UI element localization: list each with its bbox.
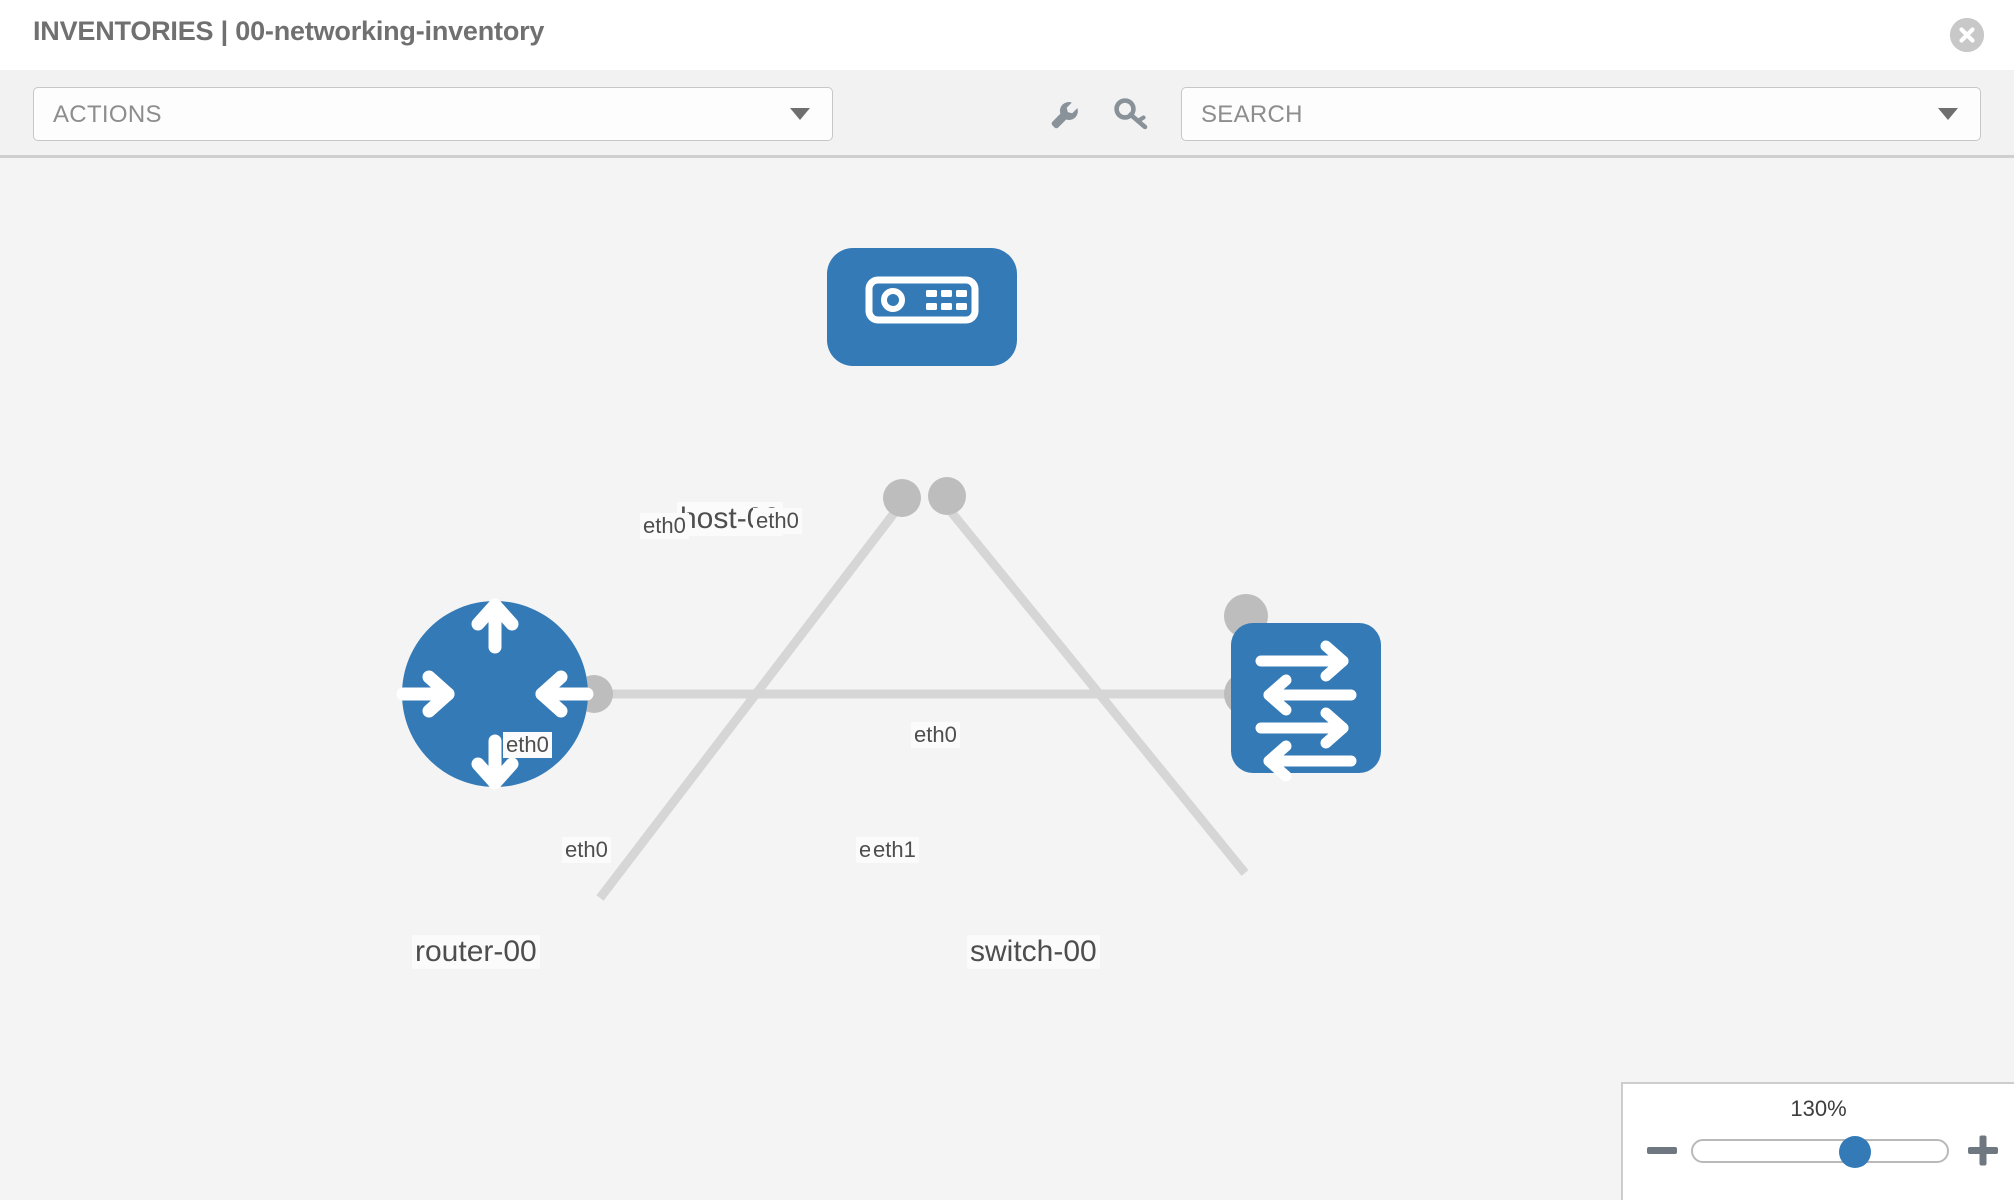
key-button[interactable] [1108, 90, 1156, 138]
actions-dropdown-label: ACTIONS [53, 101, 162, 128]
router-arrows-icon [396, 598, 594, 790]
wrench-button[interactable] [1038, 90, 1086, 138]
topology-graph [396, 248, 1381, 901]
server-icon [865, 276, 979, 324]
topology-links [595, 505, 1305, 901]
toolbar: ACTIONS SEARCH [0, 70, 2014, 158]
search-placeholder: SEARCH [1201, 101, 1303, 128]
topology-canvas[interactable]: host-00 router-00 switch-00 eth0 eth0 et… [0, 158, 2014, 1200]
connector-host00-eth0-left[interactable] [883, 479, 921, 517]
key-icon [1114, 98, 1148, 130]
node-label-switch-00: switch-00 [967, 935, 1100, 969]
zoom-slider-track[interactable] [1691, 1136, 1949, 1168]
close-icon [1950, 18, 1984, 52]
port-label-host00-eth0-left: eth0 [640, 513, 689, 539]
connector-host00-eth0-right[interactable] [928, 477, 966, 515]
switch-arrows-icon [1255, 640, 1357, 782]
zoom-percent-label: 130% [1790, 1096, 1847, 1121]
zoom-slider-thumb[interactable] [1839, 1136, 1871, 1168]
zoom-control-panel: 130% [1621, 1082, 2014, 1200]
node-host-00[interactable] [827, 248, 1017, 366]
minus-icon [1647, 1147, 1677, 1154]
close-button[interactable] [1950, 18, 1984, 52]
plus-icon [1968, 1135, 1998, 1166]
port-label-switch00-eth0-uplink: eth0 [911, 722, 960, 748]
page-title: INVENTORIES | 00-networking-inventory [33, 16, 545, 46]
port-label-switch00-eth1: eth1 [870, 837, 919, 863]
chevron-down-icon [1938, 108, 1958, 120]
actions-dropdown[interactable]: ACTIONS [33, 87, 833, 141]
zoom-in-button[interactable] [1966, 1132, 2000, 1168]
node-label-router-00: router-00 [412, 935, 540, 969]
page-header: INVENTORIES | 00-networking-inventory [0, 0, 2014, 70]
zoom-out-button[interactable] [1645, 1132, 1679, 1168]
chevron-down-icon [790, 108, 810, 120]
node-router-00[interactable] [396, 598, 594, 790]
node-switch-00[interactable] [1231, 623, 1381, 782]
link-host00-router00[interactable] [596, 505, 902, 901]
wrench-icon [1051, 102, 1078, 129]
port-label-host00-eth0-right: eth0 [753, 508, 802, 534]
port-label-router00-eth0: eth0 [562, 837, 611, 863]
search-input[interactable]: SEARCH [1181, 87, 1981, 141]
port-label-router00-eth0-uplink: eth0 [503, 732, 552, 758]
